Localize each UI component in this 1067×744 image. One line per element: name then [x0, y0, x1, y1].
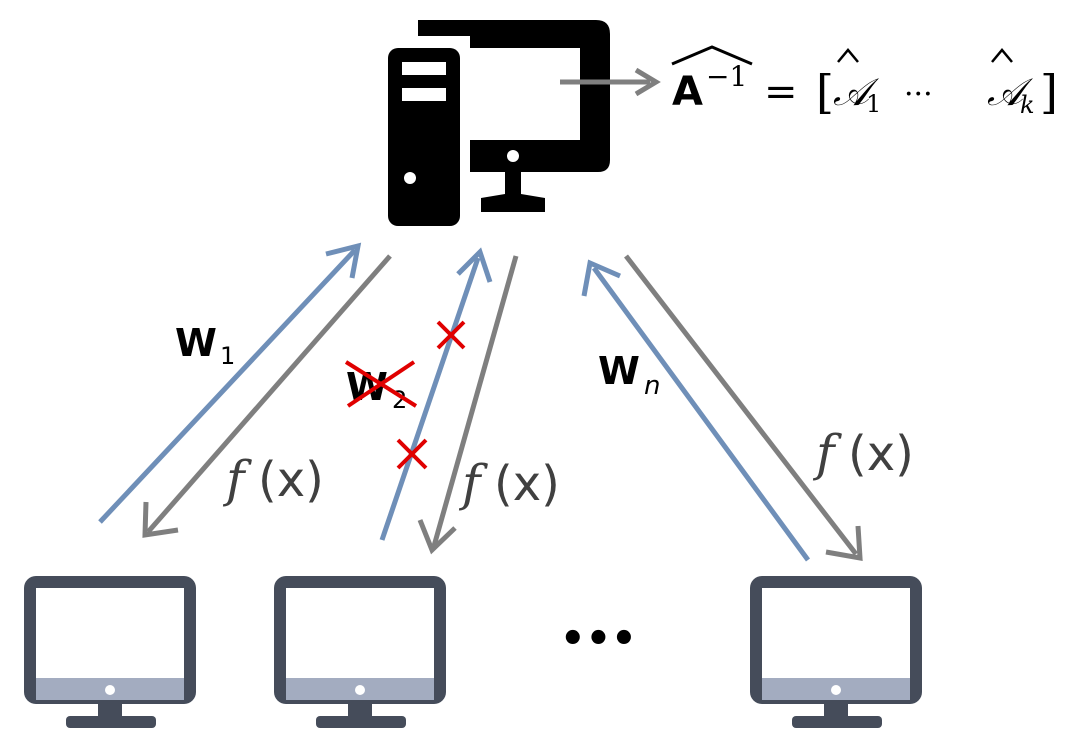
wide-hat	[671, 45, 753, 66]
hat-2	[991, 48, 1013, 63]
svg-text:(x): (x)	[848, 426, 914, 482]
upload-arrow-workern	[581, 259, 811, 562]
output-item2-sub: k	[1020, 91, 1035, 119]
svg-text:f: f	[812, 424, 842, 482]
label-fx-worker2: f (x)	[458, 454, 560, 512]
label-wn: W n	[598, 349, 660, 401]
server-icon	[388, 20, 610, 226]
server-monitor	[418, 20, 610, 172]
worker-2-monitor-icon	[274, 576, 446, 728]
straggler-cross-label	[344, 360, 418, 408]
output-equals: =	[764, 69, 798, 115]
workers-ellipsis: •••	[560, 616, 637, 662]
worker-1-monitor-icon	[24, 576, 196, 728]
label-w1: W 1	[175, 321, 235, 370]
output-open-bracket: [	[816, 65, 834, 119]
server-monitor-stand	[481, 172, 545, 212]
failure-mark-top	[436, 320, 466, 350]
svg-text:n: n	[644, 371, 660, 401]
upload-arrow-worker1	[98, 242, 362, 524]
download-arrow-worker2	[417, 255, 519, 555]
output-item1-sub: 1	[866, 90, 881, 118]
svg-text:f: f	[222, 450, 252, 508]
upload-arrow-worker2	[379, 247, 493, 541]
label-fx-workern: f (x)	[812, 424, 914, 482]
tower-slot-2	[402, 88, 446, 101]
output-lhs: A	[672, 69, 703, 115]
failure-mark-bottom	[396, 438, 428, 470]
server-output-arrow	[560, 67, 661, 97]
svg-text:f: f	[458, 454, 488, 512]
svg-text:1: 1	[220, 342, 235, 370]
label-w2: W 2	[346, 365, 407, 414]
label-fx-worker1: f (x)	[222, 450, 324, 508]
output-close-bracket: ]	[1040, 65, 1058, 119]
tower-button	[404, 172, 416, 184]
output-lhs-sup: −1	[706, 60, 747, 93]
download-arrow-workern	[624, 254, 863, 562]
hat-1	[837, 48, 859, 63]
tower-slot-1	[402, 62, 446, 75]
output-expression: A −1 = [ 𝒜 1 ··· 𝒜 k ]	[671, 45, 1058, 119]
output-dots: ···	[904, 77, 933, 112]
download-arrow-worker1	[142, 254, 392, 538]
worker-n-monitor-icon	[750, 576, 922, 728]
server-monitor-button	[507, 150, 519, 162]
svg-text:(x): (x)	[494, 456, 560, 512]
svg-text:W: W	[175, 321, 217, 365]
svg-text:(x): (x)	[258, 452, 324, 508]
svg-text:W: W	[598, 349, 640, 393]
